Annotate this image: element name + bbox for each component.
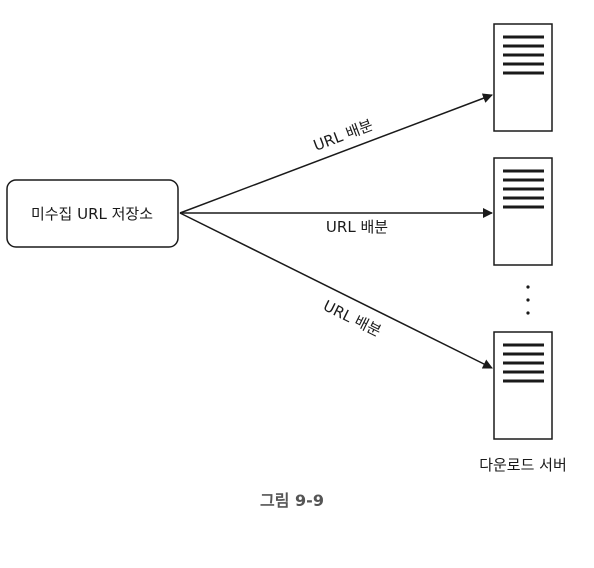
edge-arrow-top — [179, 93, 493, 214]
server-icon — [493, 157, 553, 266]
source-box — [6, 179, 179, 248]
server-group-label: 다운로드 서버 — [479, 456, 567, 474]
edge-label-bottom: URL 배분 — [320, 297, 384, 341]
server-icon — [493, 23, 553, 132]
source-node: 미수집 URL 저장소 — [6, 179, 179, 248]
figure-caption: 그림 9-9 — [260, 491, 324, 510]
server-icon — [493, 331, 553, 440]
edge-label-middle: URL 배분 — [326, 218, 388, 236]
source-box-label: 미수집 URL 저장소 — [31, 205, 153, 223]
edge-arrow-bottom — [179, 212, 493, 369]
edges: URL 배분 URL 배분 URL 배분 — [179, 93, 493, 369]
ellipsis-dots — [526, 285, 530, 315]
edge-label-top: URL 배분 — [311, 116, 376, 155]
